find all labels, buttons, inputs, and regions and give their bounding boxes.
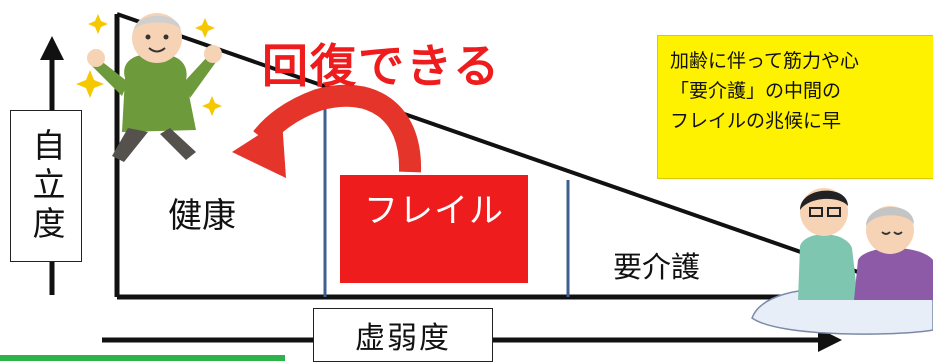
x-axis-label-box: 虚弱度	[313, 308, 493, 362]
recover-label: 回復できる	[262, 39, 502, 93]
caregiver-and-elderly-woman-icon	[751, 188, 933, 335]
y-axis-label: 自立度	[27, 127, 66, 245]
zone-label-care: 要介護	[613, 250, 701, 284]
note-line-2: 「要介護」の中間の	[670, 80, 842, 102]
green-strip	[0, 355, 285, 361]
zone-label-frailty: フレイル	[364, 191, 504, 231]
recovery-arrow-icon	[232, 84, 422, 178]
note-box: 加齢に伴って筋力や心 「要介護」の中間の フレイルの兆候に早	[657, 35, 933, 179]
frailty-zone-box: フレイル	[340, 175, 528, 283]
zone-label-health: 健康	[168, 196, 236, 236]
x-axis-label: 虚弱度	[355, 321, 451, 356]
note-line-3: フレイルの兆候に早	[670, 110, 842, 132]
y-axis-label-box: 自立度	[10, 110, 82, 262]
note-line-1: 加齢に伴って筋力や心	[670, 50, 860, 72]
happy-elderly-man-icon	[76, 13, 222, 162]
